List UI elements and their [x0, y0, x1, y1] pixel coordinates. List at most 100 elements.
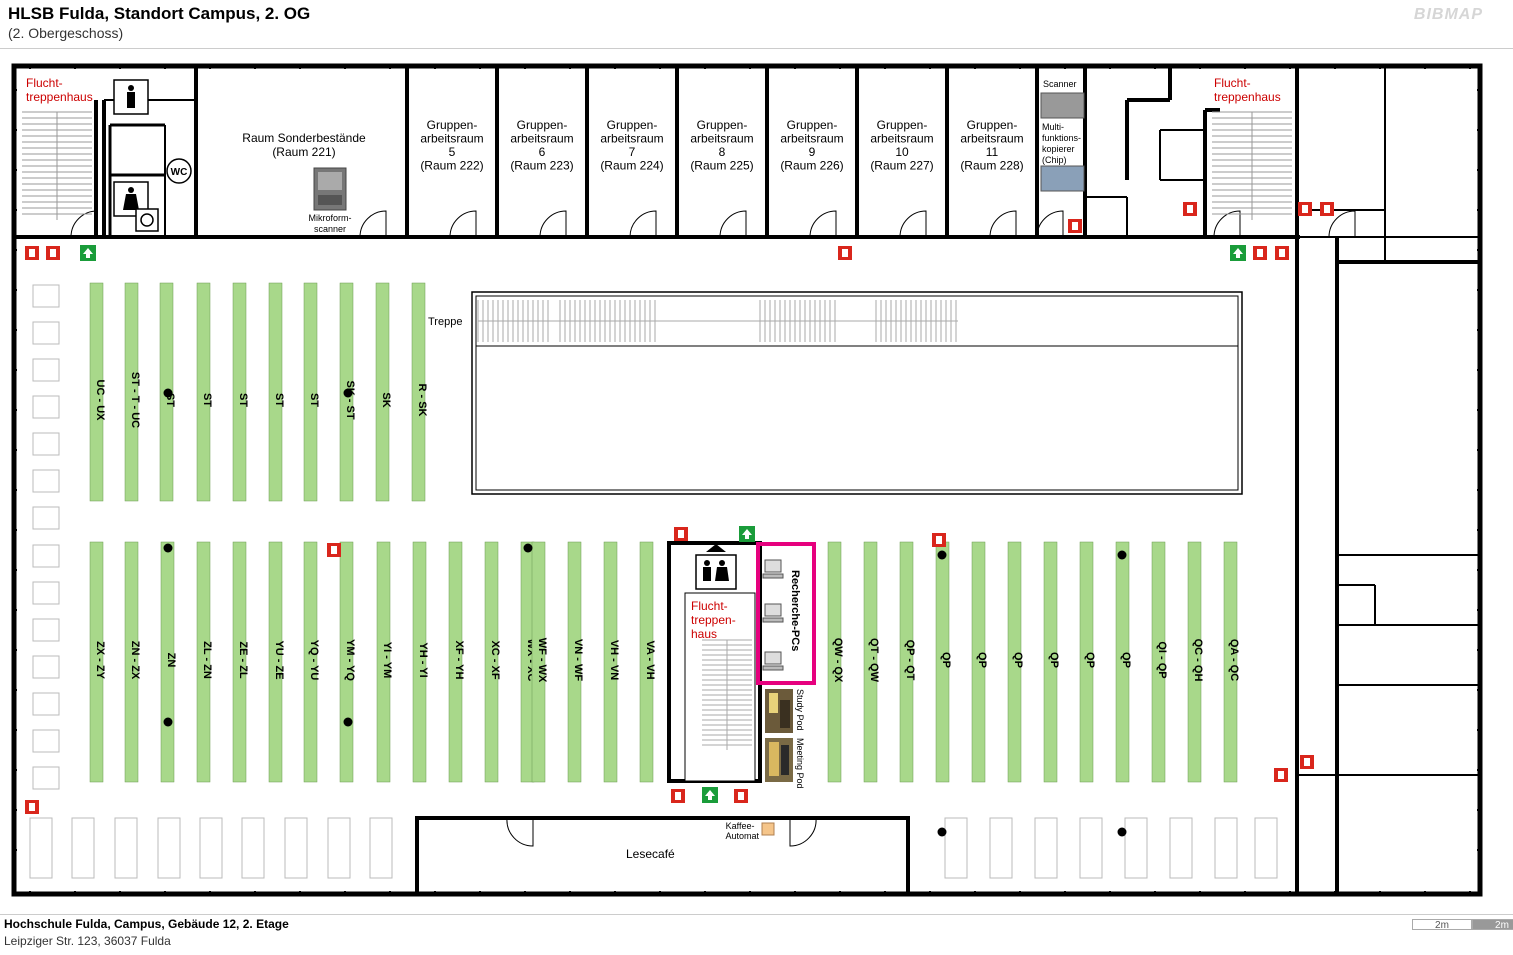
shelf-label: ST — [273, 393, 285, 407]
floor-plan-map[interactable]: Treppe Recherche-PCs Study Pod Meeting P… — [0, 55, 1513, 913]
scanner-image[interactable] — [1040, 92, 1085, 119]
shelf[interactable] — [863, 541, 878, 783]
shelf[interactable] — [1151, 541, 1166, 783]
escape-stair-center-label: Flucht-treppen-haus — [691, 599, 736, 641]
shelf[interactable] — [448, 541, 463, 783]
shelf[interactable] — [124, 541, 139, 783]
shelf[interactable] — [827, 541, 842, 783]
shelf-label: ST — [308, 393, 320, 407]
shelf-label: QP — [1012, 652, 1024, 668]
shelf[interactable] — [376, 541, 391, 783]
brand-logo[interactable]: BIBMAP — [1413, 6, 1483, 23]
shelf[interactable] — [124, 282, 139, 502]
shelf-label: ZN - ZX — [129, 641, 141, 680]
pillars — [163, 388, 1127, 837]
shelf[interactable] — [1007, 541, 1022, 783]
shelf-label: QP — [1048, 652, 1060, 668]
recherche-pcs-label[interactable]: Recherche-PCs — [789, 570, 801, 651]
coffee-machine-label: Kaffee- Automat — [725, 821, 759, 841]
escape-stair-right-label: Flucht-treppenhaus — [1214, 76, 1281, 104]
shelf-label: QP — [976, 652, 988, 668]
shelf[interactable] — [411, 282, 426, 502]
shelf[interactable] — [531, 541, 546, 783]
copier-label: Multi-funktions-kopierer(Chip) — [1042, 122, 1081, 165]
lesecafe-label: Lesecafé — [626, 847, 675, 861]
recherche-pcs-highlight[interactable] — [756, 542, 816, 685]
svg-text:WC: WC — [171, 167, 188, 178]
shelf-label: SK — [380, 392, 392, 407]
shelf-label: YI - YM — [381, 642, 393, 678]
shelf[interactable] — [971, 541, 986, 783]
accessible-icon — [135, 208, 159, 232]
scale-bar-right: 2m — [1472, 919, 1513, 931]
shelf[interactable] — [196, 541, 211, 783]
shelf[interactable] — [1223, 541, 1238, 783]
escape-labels: Flucht-treppenhaus Flucht-treppenhaus Fl… — [26, 76, 1281, 641]
shelf[interactable] — [303, 282, 318, 502]
shelf-label: ST - T - UC — [129, 372, 141, 428]
page-subtitle: (2. Obergeschoss) — [8, 25, 124, 41]
footer-divider — [0, 914, 1513, 915]
shelf-label: QP — [940, 652, 952, 668]
shelf[interactable] — [196, 282, 211, 502]
scale-bar-left: 2m — [1412, 919, 1472, 931]
shelf-label: VN - WF — [572, 639, 584, 681]
shelf-label: XF - YH — [453, 641, 465, 680]
room-labels: Raum Sonderbestände(Raum 221) Gruppen-ar… — [242, 118, 1023, 173]
shelf-label: QW - QX — [832, 638, 844, 683]
header-divider — [0, 48, 1513, 49]
shelf[interactable] — [375, 282, 390, 502]
shelf[interactable] — [303, 541, 318, 783]
shelf[interactable] — [1043, 541, 1058, 783]
escape-stair-left-label: Flucht-treppenhaus — [26, 76, 93, 104]
shelf-label: YH - YI — [417, 642, 429, 677]
shelf[interactable] — [1079, 541, 1094, 783]
sonder-label: Raum Sonderbestände(Raum 221) — [242, 131, 366, 159]
meeting-pod-label: Meeting Pod — [795, 738, 805, 789]
study-pod-image[interactable] — [765, 689, 793, 733]
shelf[interactable] — [412, 541, 427, 783]
shelf[interactable] — [1187, 541, 1202, 783]
shelf[interactable] — [1115, 541, 1130, 783]
meeting-pod-image[interactable] — [765, 738, 793, 782]
safety-icons — [25, 202, 1334, 814]
shelf[interactable] — [484, 541, 499, 783]
atrium — [471, 291, 1243, 495]
shelf-label: YM - YQ — [344, 639, 356, 681]
stair-label: Treppe — [428, 316, 462, 328]
shelf[interactable] — [603, 541, 618, 783]
shelf[interactable] — [639, 541, 654, 783]
shelf-label: ZX - ZY — [94, 641, 106, 680]
shelf-label: R - SK — [416, 384, 428, 417]
shelf[interactable] — [232, 541, 247, 783]
shelf[interactable] — [268, 282, 283, 502]
shelf-label: YU - ZE — [273, 640, 285, 679]
shelf[interactable] — [89, 282, 104, 502]
shelf[interactable] — [89, 541, 104, 783]
shelf-label: QP — [1084, 652, 1096, 668]
shelf[interactable] — [567, 541, 582, 783]
room-walls — [14, 66, 1480, 894]
shelf-label: QP - QT — [904, 640, 916, 681]
escape-stair-left — [22, 111, 92, 220]
lesecafe-room — [415, 816, 910, 896]
shelf[interactable] — [268, 541, 283, 783]
shelf-label: XC - XF — [489, 640, 501, 679]
shelf-label: VH - VN — [608, 640, 620, 680]
shelf-label: SK - ST — [344, 380, 356, 419]
footer-title: Hochschule Fulda, Campus, Gebäude 12, 2.… — [4, 917, 289, 931]
copier-image[interactable] — [1040, 165, 1085, 192]
microform-scanner-image[interactable] — [313, 167, 347, 211]
shelf[interactable] — [232, 282, 247, 502]
shelf[interactable] — [899, 541, 914, 783]
